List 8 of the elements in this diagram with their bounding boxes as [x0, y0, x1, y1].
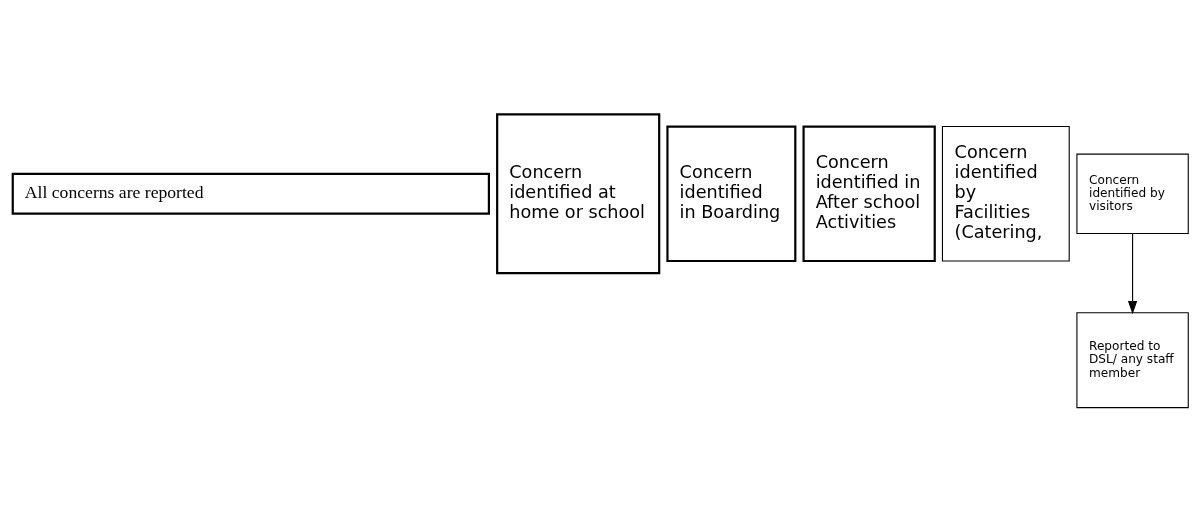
node-box: Concern identified in Boarding [666, 124, 797, 262]
node-box: Concern identified at home or school [496, 112, 661, 274]
node-box: All concerns are reported [11, 172, 490, 215]
node-box: Concern identified by visitors [1076, 153, 1189, 234]
node-box: Concern identified by Facilities (Catering, [941, 125, 1070, 262]
node-box: Reported to DSL/ any staff member [1076, 311, 1189, 408]
node-box: Concern identified in After school Activities [802, 124, 936, 262]
arrow [1127, 232, 1138, 314]
